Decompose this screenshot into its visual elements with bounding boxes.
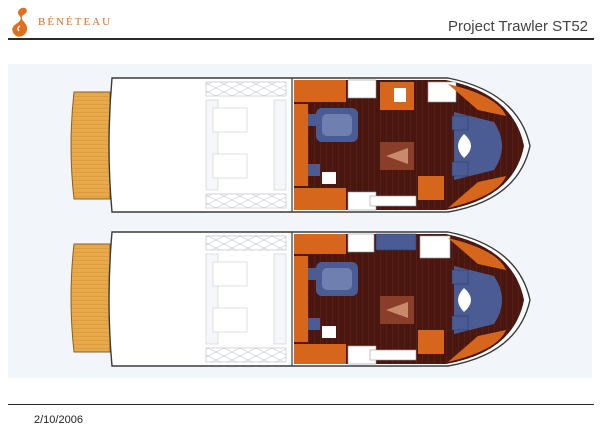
deck-plans <box>70 77 531 367</box>
page-header: BÉNÉTEAU Project Trawler ST52 <box>0 0 600 44</box>
beneteau-logo: BÉNÉTEAU <box>8 6 138 40</box>
deck-plan-lower <box>70 231 531 367</box>
brand-name: BÉNÉTEAU <box>38 16 113 28</box>
header-rule <box>8 38 594 40</box>
beneteau-seahorse-logo-icon <box>12 7 28 37</box>
deck-plan-upper <box>70 77 531 213</box>
document-title: Project Trawler ST52 <box>447 18 588 35</box>
footer-rule <box>8 404 594 405</box>
document-date: 2/10/2006 <box>34 414 83 426</box>
